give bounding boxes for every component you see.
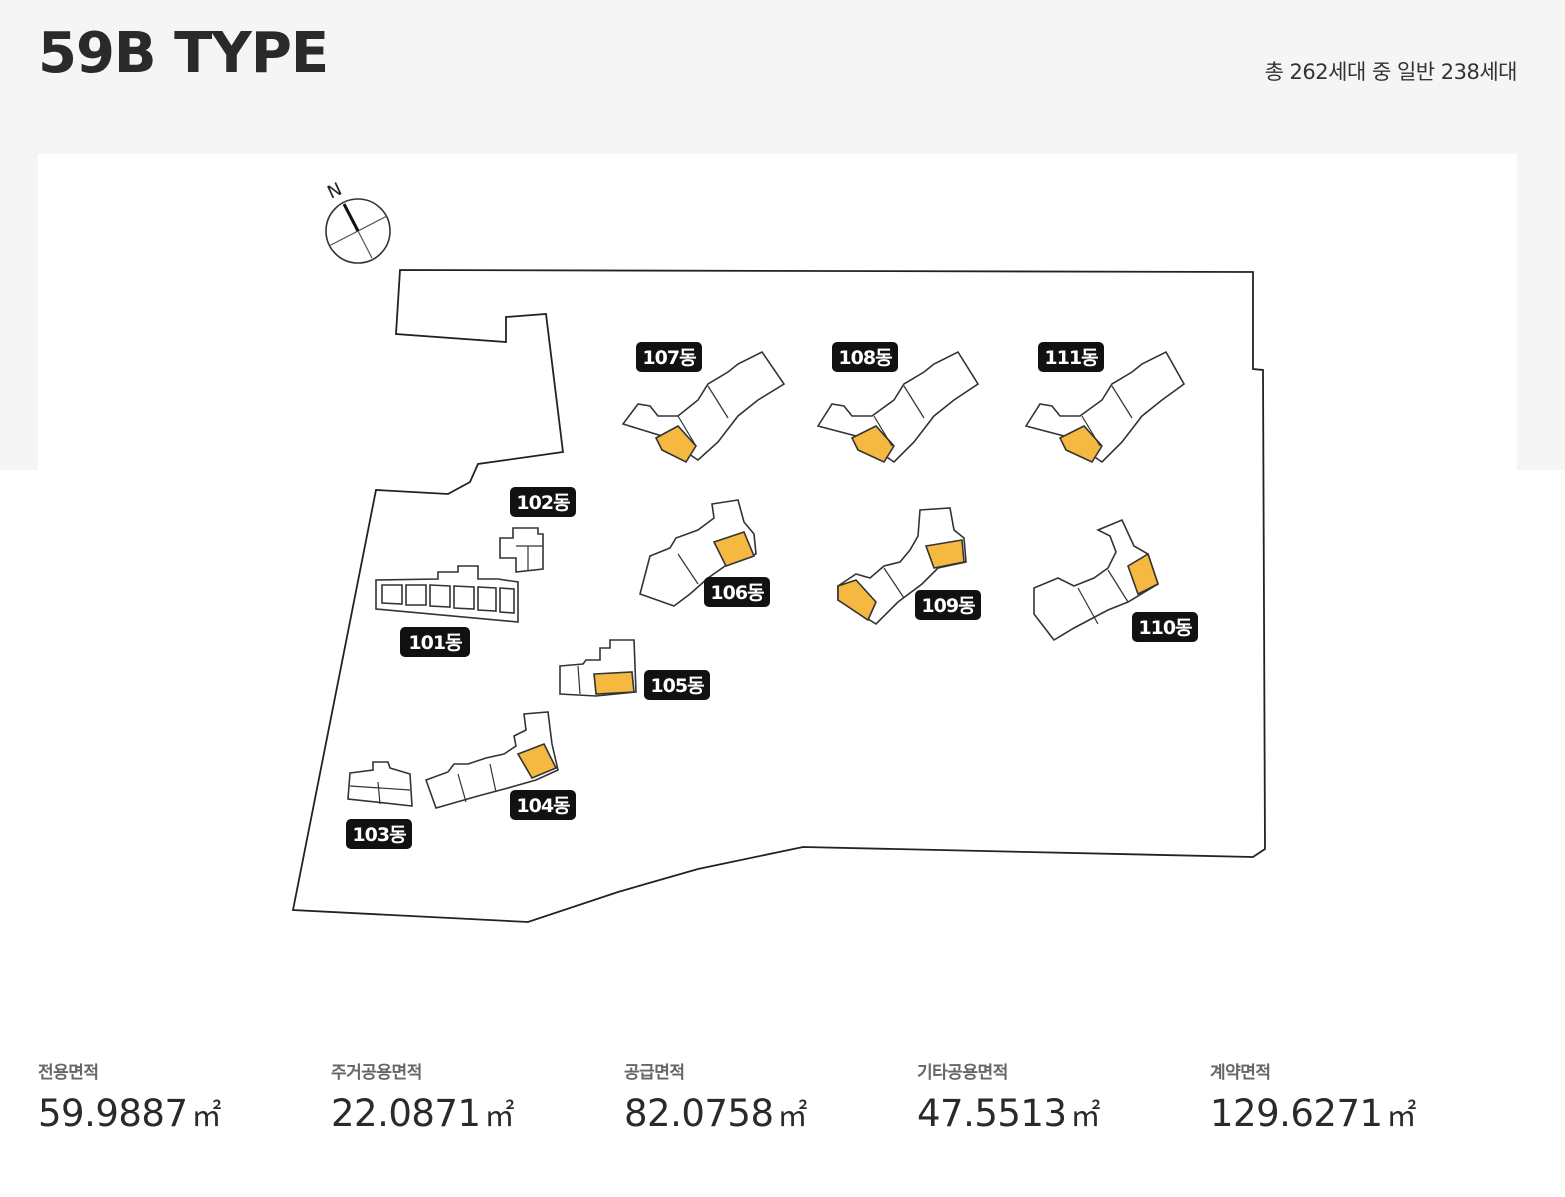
label-108-text: 108동 — [838, 347, 892, 369]
label-110-text: 110동 — [1138, 617, 1192, 639]
label-106[interactable]: 106동 — [704, 577, 770, 607]
stat-value: 22.0871 — [331, 1092, 481, 1135]
site-plan-svg: N — [291, 179, 1266, 923]
building-109[interactable] — [837, 507, 967, 626]
north-compass: N — [324, 179, 391, 264]
north-label: N — [324, 179, 345, 204]
stat-value: 129.6271 — [1210, 1092, 1383, 1135]
label-102-text: 102동 — [516, 492, 570, 514]
stat-unit: ㎡ — [1070, 1099, 1101, 1134]
stat-value: 82.0758 — [624, 1092, 774, 1135]
label-106-text: 106동 — [710, 582, 764, 604]
building-103[interactable] — [347, 761, 413, 807]
stat-label: 주거공용면적 — [331, 1063, 422, 1083]
label-109[interactable]: 109동 — [915, 590, 981, 620]
label-111[interactable]: 111동 — [1038, 342, 1104, 372]
label-102[interactable]: 102동 — [510, 487, 576, 517]
label-103[interactable]: 103동 — [346, 819, 412, 849]
label-107-text: 107동 — [642, 347, 696, 369]
compass-needle — [342, 203, 360, 232]
household-summary: 총 262세대 중 일반 238세대 — [1264, 60, 1518, 84]
stat-label: 계약면적 — [1210, 1063, 1271, 1083]
stat-value: 59.9887 — [38, 1092, 188, 1135]
building-108[interactable] — [816, 350, 980, 464]
building-105[interactable] — [559, 639, 637, 697]
building-110[interactable] — [1033, 518, 1159, 642]
label-101-text: 101동 — [408, 632, 462, 654]
label-105[interactable]: 105동 — [644, 670, 710, 700]
building-111[interactable] — [1024, 350, 1186, 464]
label-108[interactable]: 108동 — [832, 342, 898, 372]
stat-unit: ㎡ — [484, 1099, 515, 1134]
label-104-text: 104동 — [516, 795, 570, 817]
site-map: N — [38, 154, 1517, 994]
label-101[interactable]: 101동 — [400, 627, 470, 657]
label-109-text: 109동 — [921, 595, 975, 617]
stat-value: 47.5513 — [917, 1092, 1067, 1135]
stat-unit: ㎡ — [777, 1099, 808, 1134]
label-110[interactable]: 110동 — [1132, 612, 1198, 642]
stat-label: 기타공용면적 — [917, 1063, 1008, 1083]
site-boundary — [291, 269, 1266, 923]
stat-label: 공급면적 — [624, 1063, 685, 1083]
label-105-text: 105동 — [650, 675, 704, 697]
building-102[interactable] — [499, 527, 544, 573]
stat-unit: ㎡ — [1386, 1099, 1417, 1134]
label-104[interactable]: 104동 — [510, 790, 576, 820]
page-title: 59B TYPE — [38, 21, 329, 86]
building-106[interactable] — [639, 499, 757, 607]
label-103-text: 103동 — [352, 824, 406, 846]
stat-unit: ㎡ — [191, 1099, 222, 1134]
building-107[interactable] — [621, 350, 786, 464]
label-107[interactable]: 107동 — [636, 342, 702, 372]
stat-label: 전용면적 — [38, 1063, 99, 1083]
building-104[interactable] — [424, 711, 559, 809]
label-111-text: 111동 — [1044, 347, 1098, 369]
building-101[interactable] — [375, 565, 519, 623]
